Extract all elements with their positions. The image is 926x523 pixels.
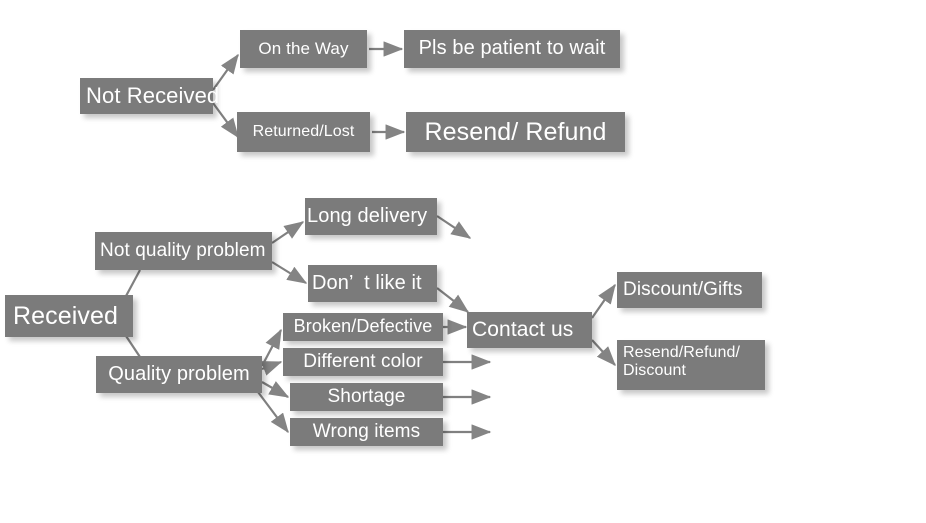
edge-e2 [212,102,239,139]
node-quality-problem[interactable]: Quality problem [96,356,262,393]
edge-e9 [261,328,282,367]
node-received[interactable]: Received [5,295,133,337]
node-returned-lost[interactable]: Returned/Lost [237,112,370,152]
edge-e5 [125,269,141,297]
node-broken-defective[interactable]: Broken/Defective [283,313,443,341]
edge-e12 [257,391,289,434]
edge-e8 [271,261,308,284]
node-wrong-items[interactable]: Wrong items [290,418,443,446]
edge-e19 [591,283,616,319]
edge-e14 [436,287,470,313]
node-contact-us[interactable]: Contact us [467,312,592,348]
node-shortage[interactable]: Shortage [290,383,443,411]
node-resend-refund[interactable]: Resend/ Refund [406,112,625,152]
node-long-delivery[interactable]: Long delivery [305,198,437,235]
node-not-received[interactable]: Not Received [80,78,219,114]
edge-e11 [261,381,290,398]
edge-e7 [271,221,305,244]
node-not-quality-problem[interactable]: Not quality problem [95,232,272,270]
edge-e6 [125,335,141,358]
edge-e10 [260,360,283,376]
edge-e20 [591,339,616,366]
edge-e13 [436,215,472,239]
node-different-color[interactable]: Different color [283,348,443,376]
node-resend-refund-discount[interactable]: Resend/Refund/ Discount [617,340,765,390]
node-pls-be-patient-to-wait[interactable]: Pls be patient to wait [404,30,620,68]
node-dont-like-it[interactable]: Don’ t like it [308,265,437,302]
node-discount-gifts[interactable]: Discount/Gifts [617,272,762,308]
node-on-the-way[interactable]: On the Way [240,30,367,68]
